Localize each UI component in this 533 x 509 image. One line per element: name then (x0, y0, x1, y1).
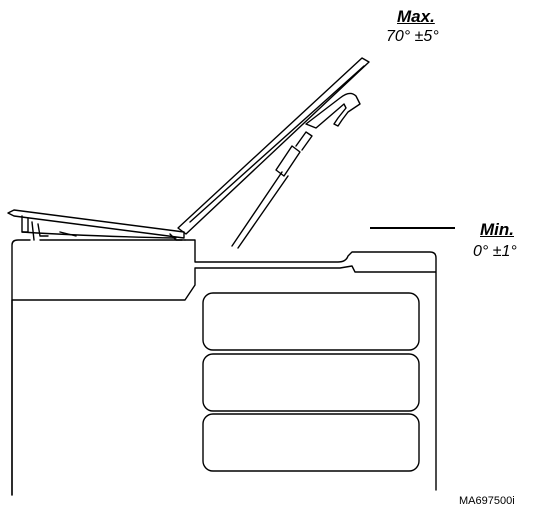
gas-strut-mount (295, 131, 313, 151)
gas-strut-cylinder (275, 145, 301, 177)
drawer-panel-top (202, 292, 420, 351)
max-angle-heading: Max. (397, 7, 435, 26)
drawer-panel-bottom (202, 413, 420, 472)
front-lid-inner-edge (189, 65, 365, 223)
rear-lid-underside (21, 231, 177, 239)
min-angle-value: 0° ±1° (473, 243, 517, 260)
gas-strut-rod (231, 171, 289, 249)
figure-code: MA697500i (459, 495, 515, 507)
cabinet-body (11, 239, 437, 496)
max-angle-value: 70° ±5° (386, 28, 439, 45)
rear-lid (7, 209, 185, 239)
front-lid (177, 57, 370, 235)
lid-handle (305, 92, 361, 129)
min-angle-heading: Min. (480, 220, 514, 239)
drawer-panel-middle (202, 353, 420, 412)
